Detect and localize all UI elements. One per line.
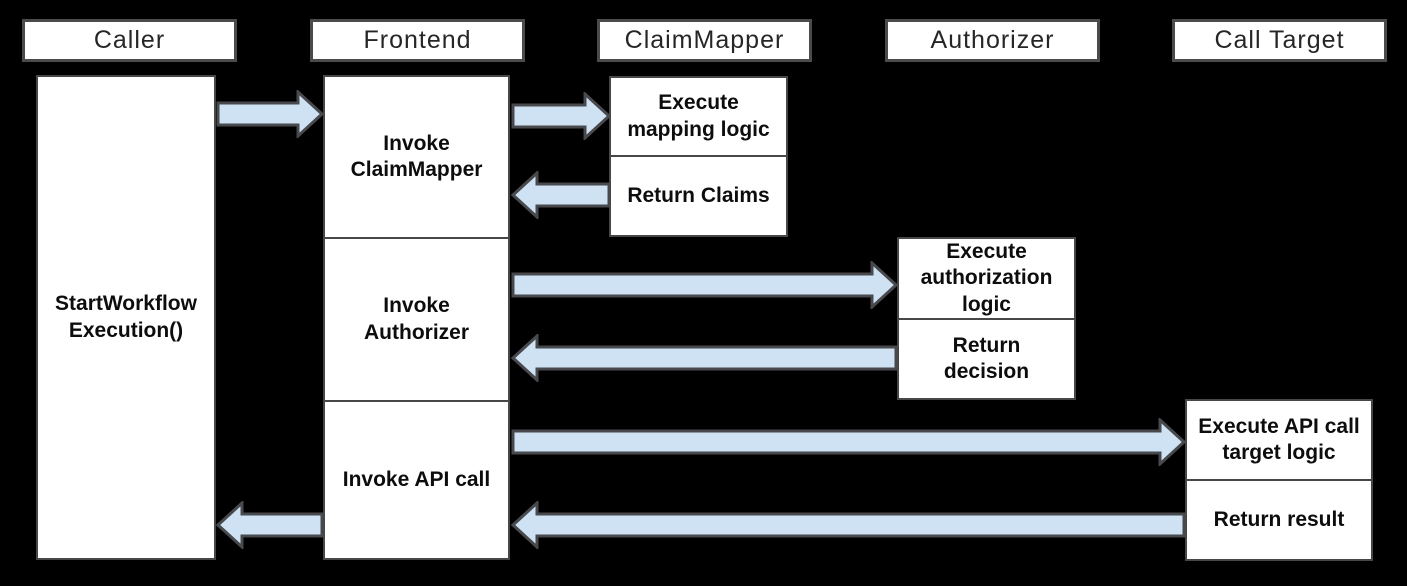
- invoke-claimmapper-label: Invoke ClaimMapper: [350, 131, 483, 181]
- activation-execute-mapping-logic: Execute mapping logic: [611, 78, 786, 155]
- activation-calltarget-stack: Execute API call target logic Return res…: [1185, 399, 1373, 561]
- return-claims-label: Return Claims: [627, 183, 770, 207]
- arrow-frontend-to-authorizer: [511, 261, 898, 309]
- invoke-api-call-label: Invoke API call: [342, 467, 491, 491]
- execute-authorization-logic-label: Execute authorization logic: [920, 240, 1053, 316]
- activation-return-result: Return result: [1187, 479, 1371, 559]
- activation-claimmapper-stack: Execute mapping logic Return Claims: [609, 76, 788, 237]
- activation-invoke-authorizer: Invoke Authorizer: [325, 237, 508, 400]
- lane-header-frontend-label: Frontend: [363, 26, 472, 54]
- arrow-frontend-to-calltarget: [511, 418, 1186, 466]
- activation-caller-startworkflow: StartWorkflow Execution(): [36, 75, 216, 560]
- return-result-label: Return result: [1213, 507, 1345, 531]
- activation-execute-authorization-logic: Execute authorization logic: [899, 239, 1074, 318]
- lane-header-claimmapper-label: ClaimMapper: [624, 26, 785, 54]
- activation-invoke-claimmapper: Invoke ClaimMapper: [325, 77, 508, 237]
- lane-header-claimmapper: ClaimMapper: [597, 19, 812, 62]
- lane-header-frontend: Frontend: [310, 19, 525, 62]
- arrow-caller-to-frontend: [216, 90, 324, 138]
- arrow-claimmapper-to-frontend: [511, 171, 611, 219]
- invoke-authorizer-label: Invoke Authorizer: [364, 294, 469, 344]
- return-decision-label: Return decision: [943, 333, 1030, 383]
- arrow-calltarget-to-frontend: [511, 501, 1186, 549]
- activation-authorizer-stack: Execute authorization logic Return decis…: [897, 237, 1076, 400]
- activation-return-decision: Return decision: [899, 318, 1074, 398]
- activation-return-claims: Return Claims: [611, 155, 786, 235]
- arrow-frontend-to-claimmapper: [511, 92, 611, 140]
- execute-api-call-target-logic-label: Execute API call target logic: [1198, 414, 1360, 464]
- activation-invoke-api-call: Invoke API call: [325, 400, 508, 558]
- activation-caller-label: StartWorkflow Execution(): [55, 292, 197, 342]
- arrow-authorizer-to-frontend: [511, 334, 898, 382]
- lane-header-caller: Caller: [22, 19, 237, 62]
- arrow-frontend-to-caller: [216, 501, 324, 549]
- lane-header-authorizer-label: Authorizer: [930, 26, 1055, 54]
- execute-mapping-logic-label: Execute mapping logic: [627, 91, 770, 141]
- lane-header-caller-label: Caller: [93, 26, 166, 54]
- lane-header-authorizer: Authorizer: [885, 19, 1100, 62]
- lane-header-calltarget-label: Call Target: [1214, 26, 1345, 54]
- activation-execute-api-call-target-logic: Execute API call target logic: [1187, 401, 1371, 479]
- activation-frontend-stack: Invoke ClaimMapper Invoke Authorizer Inv…: [323, 75, 510, 560]
- lane-header-calltarget: Call Target: [1172, 19, 1387, 62]
